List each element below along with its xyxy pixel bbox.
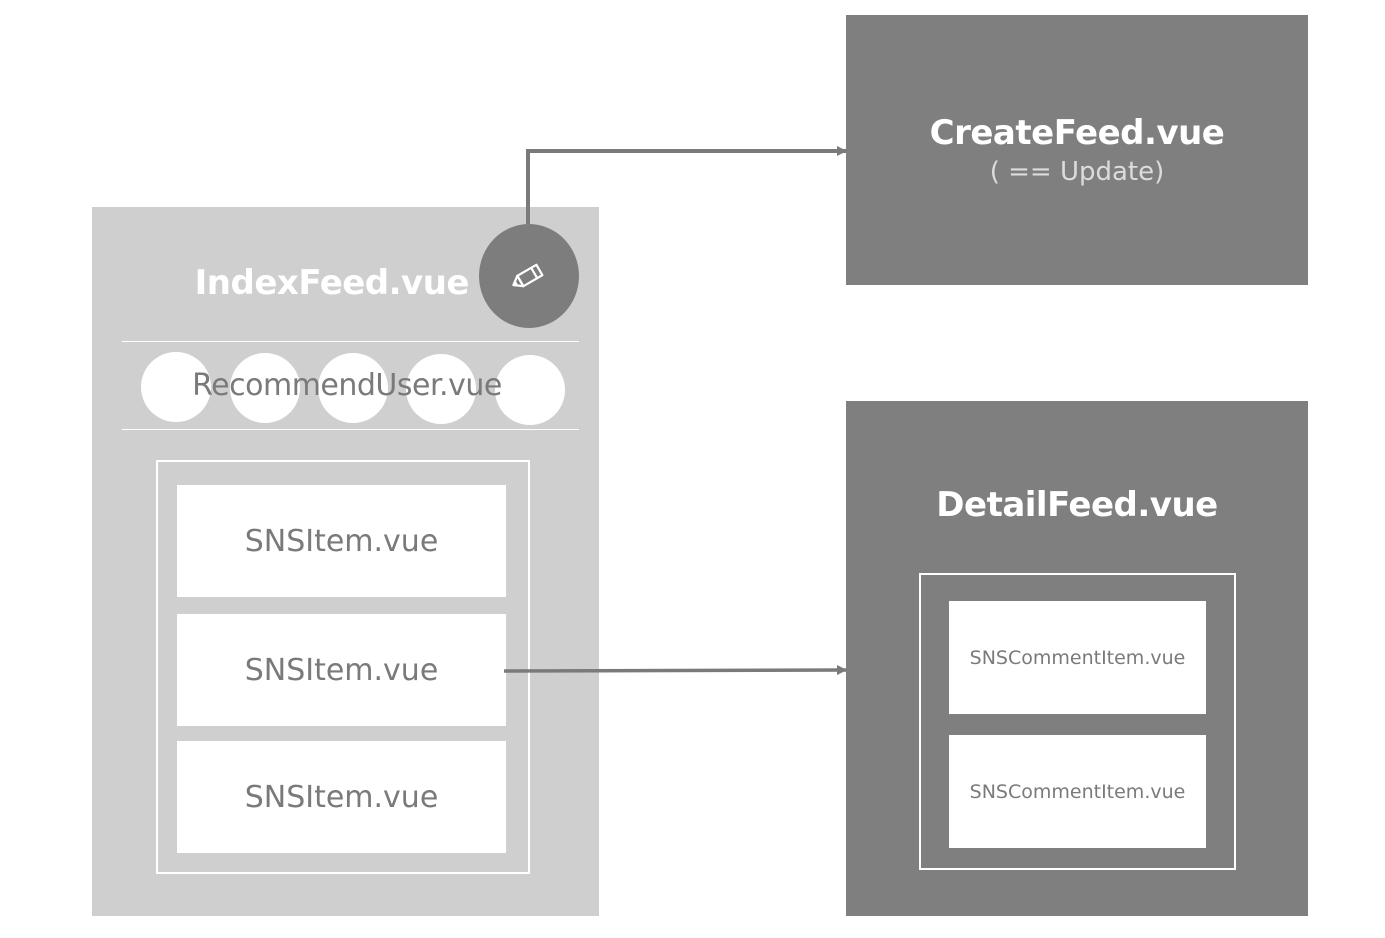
- recommend-divider-bottom: [122, 429, 579, 430]
- create-feed-panel: CreateFeed.vue ( == Update): [846, 15, 1308, 285]
- comment-item: SNSCommentItem.vue: [949, 601, 1206, 714]
- recommend-avatar[interactable]: [406, 354, 476, 424]
- detail-feed-title: DetailFeed.vue: [936, 485, 1218, 525]
- sns-item-list: SNSItem.vue SNSItem.vue SNSItem.vue: [156, 460, 530, 874]
- detail-feed-panel: DetailFeed.vue SNSCommentItem.vue SNSCom…: [846, 401, 1308, 916]
- index-feed-title: IndexFeed.vue: [194, 263, 470, 303]
- sns-item[interactable]: SNSItem.vue: [177, 741, 506, 853]
- write-feed-button[interactable]: [479, 224, 579, 328]
- comment-item: SNSCommentItem.vue: [949, 735, 1206, 848]
- recommend-avatar[interactable]: [141, 352, 211, 422]
- create-feed-title: CreateFeed.vue: [929, 113, 1225, 153]
- comment-item-list: SNSCommentItem.vue SNSCommentItem.vue: [919, 573, 1236, 870]
- pencil-icon: [512, 263, 544, 288]
- sns-item[interactable]: SNSItem.vue: [177, 614, 506, 726]
- recommend-user-label: RecommendUser.vue: [192, 368, 502, 403]
- sns-item[interactable]: SNSItem.vue: [177, 485, 506, 597]
- recommend-divider-top: [122, 341, 579, 342]
- index-feed-panel: IndexFeed.vue RecommendUser.vue SNSItem.…: [92, 207, 599, 916]
- recommend-avatar[interactable]: [318, 353, 388, 423]
- recommend-avatar[interactable]: [495, 355, 565, 425]
- recommend-avatar[interactable]: [230, 353, 300, 423]
- create-feed-subtitle: ( == Update): [989, 157, 1165, 187]
